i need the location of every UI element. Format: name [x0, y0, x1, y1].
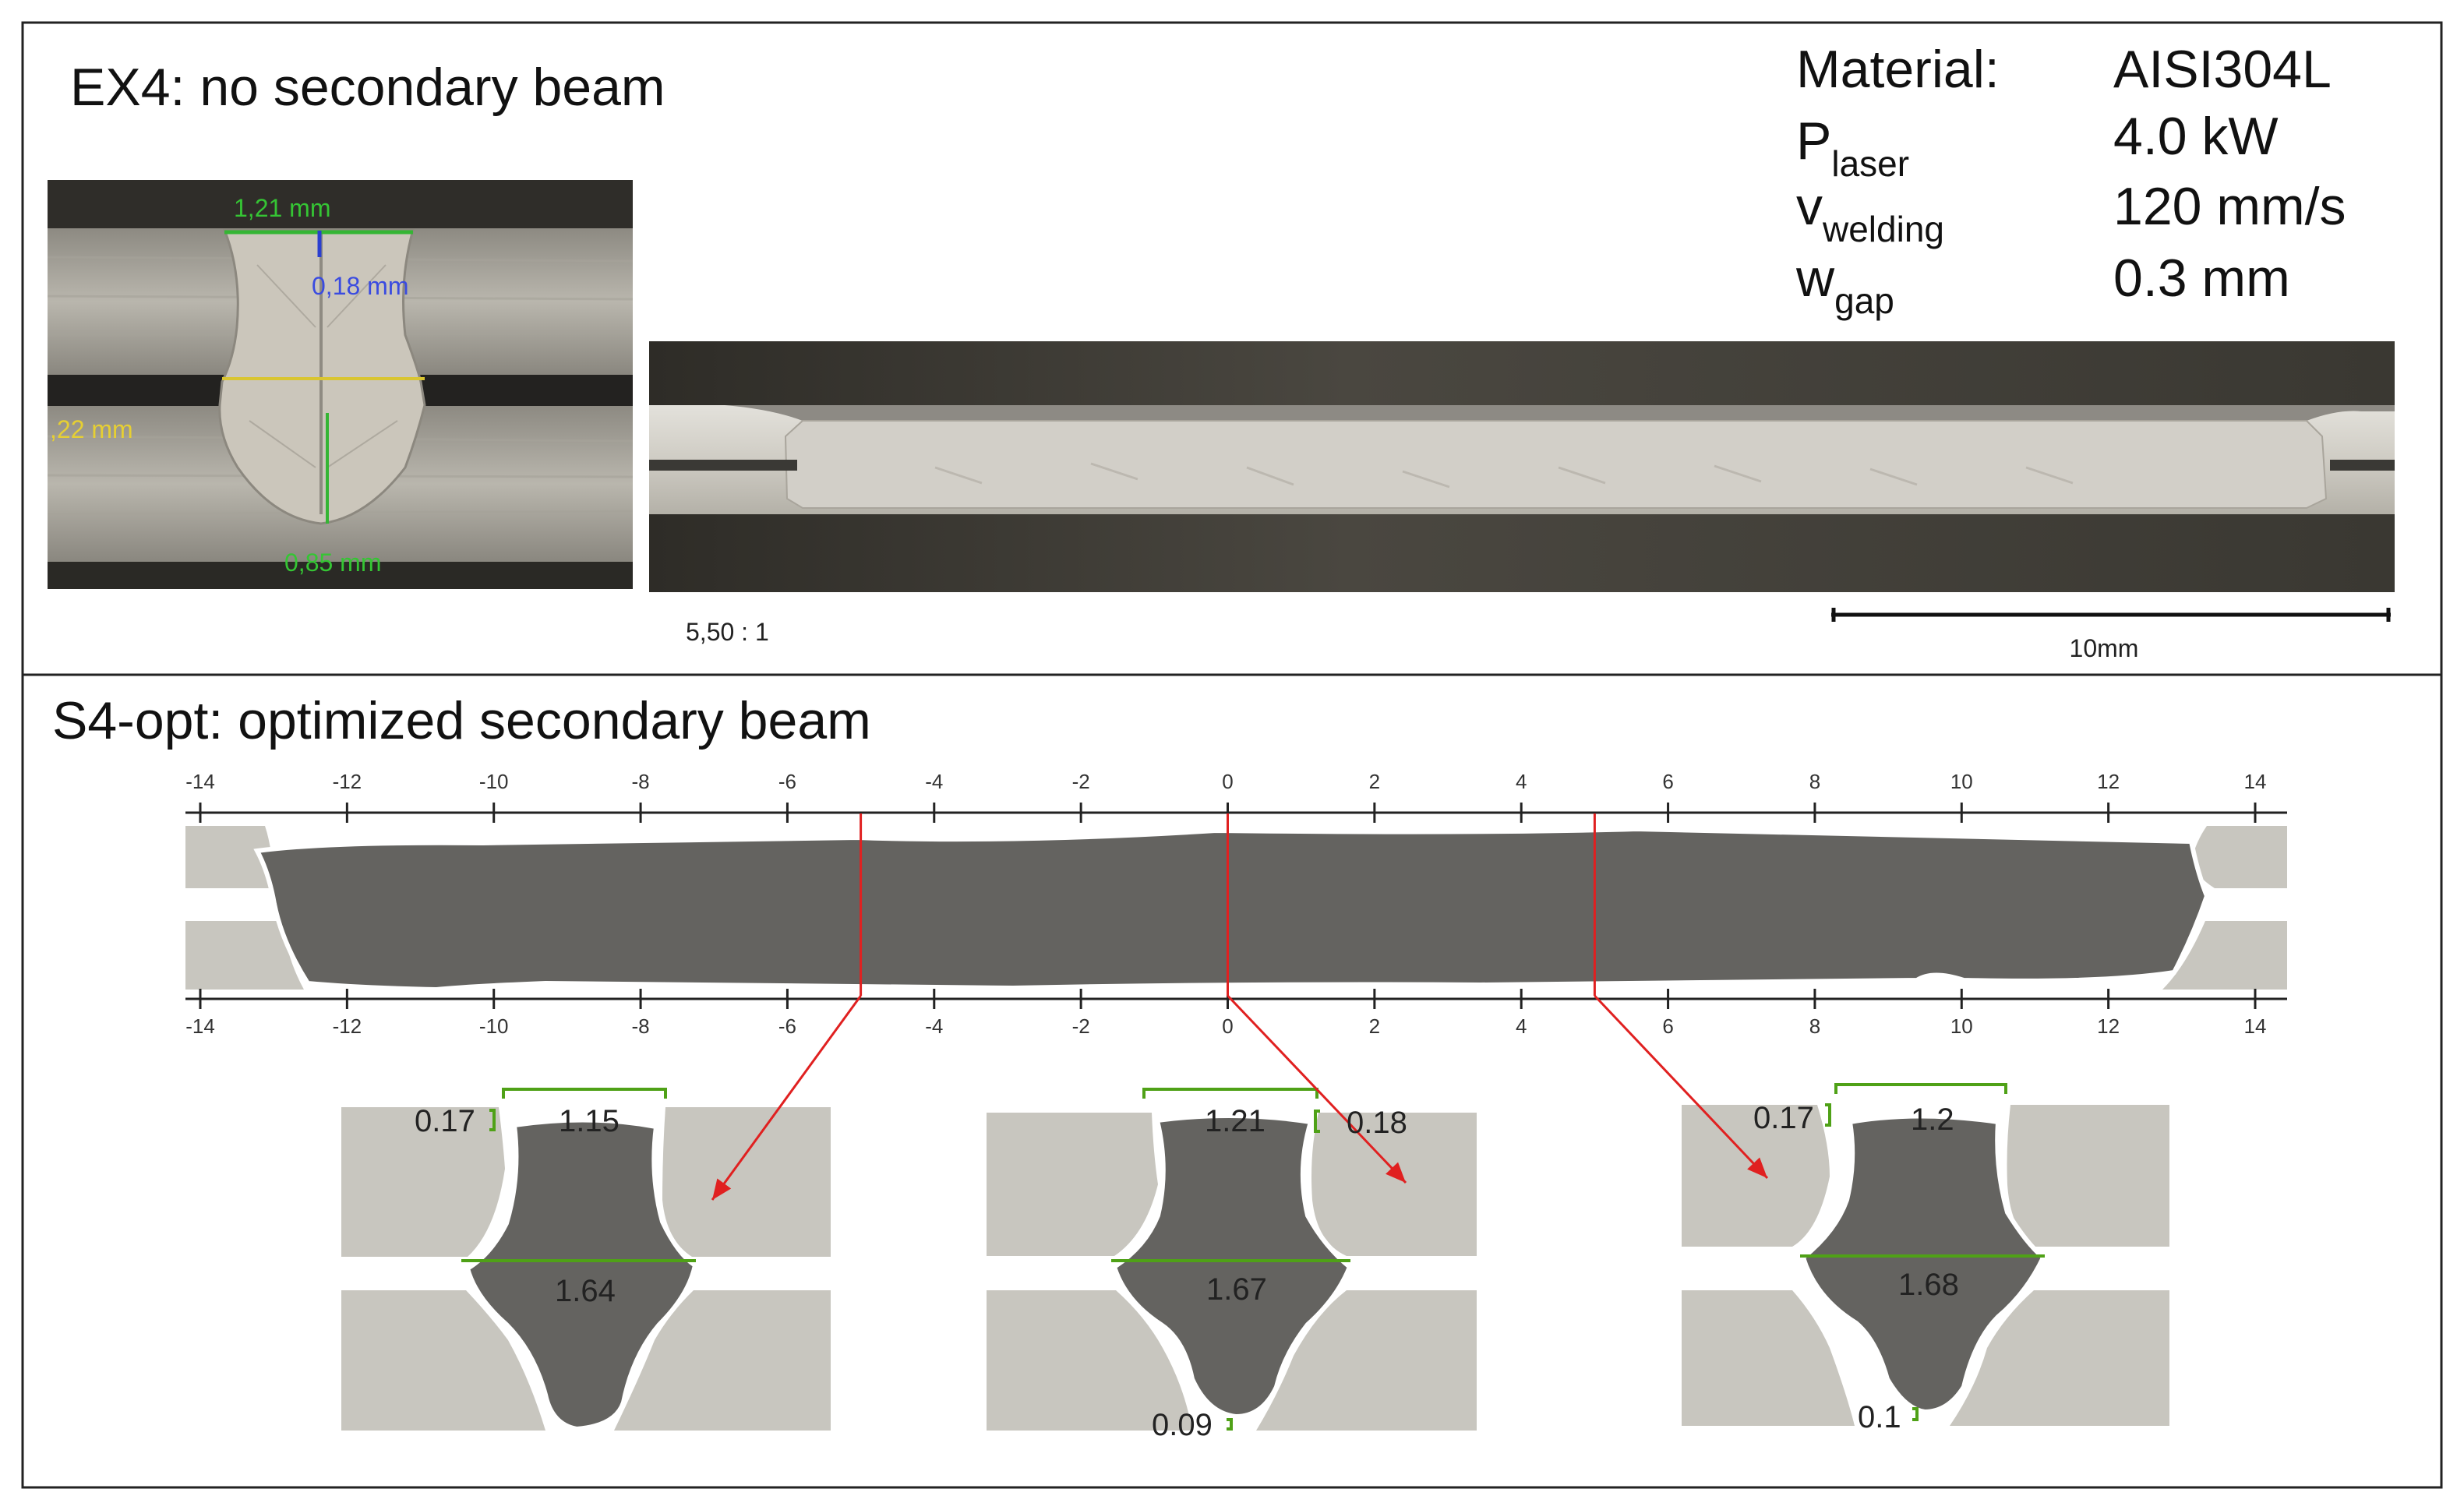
cross-section-right [1682, 1083, 2169, 1426]
middle-mid-width-label: 1.67 [1206, 1272, 1267, 1307]
bottom-panel-title: S4-opt: optimized secondary beam [52, 691, 871, 750]
scale-bar [1831, 608, 2391, 622]
right-mid-width-label: 1.68 [1898, 1268, 1959, 1302]
section-arrow-2 [1594, 994, 1769, 1180]
right-top-gap-label: 0.17 [1753, 1101, 1814, 1135]
axis-top-tick-label-14: 14 [2244, 770, 2267, 793]
left-top-width-label: 1.15 [559, 1104, 620, 1138]
right-top-width-label: 1.2 [1911, 1103, 1954, 1137]
scale-bar-label: 10mm [2070, 634, 2139, 662]
axis-top-tick-label-9: 4 [1516, 770, 1527, 793]
axis-top-tick-label-8: 2 [1369, 770, 1380, 793]
axis-top-tick-label-1: -12 [333, 770, 362, 793]
axis-bottom-tick-label-2: -10 [479, 1014, 509, 1038]
axis-bottom-tick-label-4: -6 [778, 1014, 796, 1038]
middle-bottom-gap-label: 0.09 [1152, 1408, 1213, 1442]
axis-bottom-tick-label-0: -14 [185, 1014, 215, 1038]
middle-top-width-label: 1.21 [1205, 1104, 1266, 1138]
axis-bottom-tick-label-10: 6 [1662, 1014, 1673, 1038]
scale-ratio-label: 5,50 : 1 [686, 618, 769, 646]
axis-top-tick-label-3: -8 [632, 770, 650, 793]
param-gap-width-value: 0.3 mm [2113, 249, 2290, 308]
param-material-label: Material: [1796, 40, 2000, 99]
weld-seam [253, 826, 2210, 993]
axis-bottom-tick-label-9: 4 [1516, 1014, 1527, 1038]
axis-top-tick-label-5: -4 [925, 770, 943, 793]
section-arrow-0 [711, 995, 862, 1201]
section-arrowhead-1 [1386, 1162, 1406, 1183]
axis-top-tick-label-4: -6 [778, 770, 796, 793]
axis-top-tick-label-13: 12 [2097, 770, 2120, 793]
axis-top-tick-label-12: 10 [1950, 770, 1973, 793]
left-mid-width-label: 1.64 [555, 1274, 616, 1308]
param-material-value: AISI304L [2113, 40, 2332, 99]
axis-bottom-tick-label-13: 12 [2097, 1014, 2120, 1038]
axis-bottom-tick-label-11: 8 [1809, 1014, 1820, 1038]
axis-bottom-tick-label-14: 14 [2244, 1014, 2267, 1038]
section-arrow-1 [1227, 994, 1407, 1184]
axis-bottom-tick-label-1: -12 [333, 1014, 362, 1038]
left-top-gap-label: 0.17 [415, 1104, 475, 1138]
micrograph-width-bottom-label: 0,85 mm [284, 549, 381, 577]
cross-section-left [341, 1088, 831, 1432]
axis-bottom-tick-label-3: -8 [632, 1014, 650, 1038]
axis-bottom-tick-label-5: -4 [925, 1014, 943, 1038]
cross-section-micrograph: 1,21 mm 0,18 mm ,22 mm 0,85 mm [47, 180, 634, 589]
right-bottom-gap-label: 0.1 [1858, 1400, 1901, 1434]
top-panel-title: EX4: no secondary beam [70, 58, 665, 117]
simulated-weld-profile: -14 -14 -12 -12 -10 -10 -8 -8 -6 -6 -4 -4 -2 -2 0 0 2 2 4 4… [185, 770, 2287, 1038]
axis-bottom-tick-label-8: 2 [1369, 1014, 1380, 1038]
param-gap-width-label: wgap [1795, 249, 1894, 321]
param-laser-power-value: 4.0 kW [2113, 107, 2279, 166]
section-arrowhead-0 [712, 1178, 732, 1200]
parameter-block: Material: AISI304L Plaser 4.0 kW vweldin… [1795, 40, 2346, 321]
micrograph-depth-label: 0,18 mm [312, 272, 408, 300]
axis-top-tick-label-11: 8 [1809, 770, 1820, 793]
axis-top-tick-label-6: -2 [1072, 770, 1090, 793]
axis-top-tick-label-2: -10 [479, 770, 509, 793]
section-arrowhead-2 [1747, 1157, 1767, 1178]
axis-bottom-tick-label-12: 10 [1950, 1014, 1973, 1038]
middle-top-gap-label: 0.18 [1347, 1106, 1407, 1140]
param-welding-speed-label: vwelding [1796, 177, 1944, 249]
param-laser-power-label: Plaser [1796, 111, 1909, 184]
cross-section-middle [987, 1088, 1477, 1431]
axis-top-tick-label-10: 6 [1662, 770, 1673, 793]
param-welding-speed-value: 120 mm/s [2113, 177, 2346, 236]
figure-frame [21, 21, 2443, 1489]
axis-top-tick-label-7: 0 [1222, 770, 1233, 793]
micrograph-width-top-label: 1,21 mm [234, 194, 330, 222]
micrograph-gap-label: ,22 mm [50, 415, 133, 443]
axis-bottom-tick-label-7: 0 [1222, 1014, 1233, 1038]
axis-top-tick-label-0: -14 [185, 770, 215, 793]
longitudinal-micrograph: 5,50 : 1 10mm [649, 341, 2395, 662]
axis-bottom-tick-label-6: -2 [1072, 1014, 1090, 1038]
